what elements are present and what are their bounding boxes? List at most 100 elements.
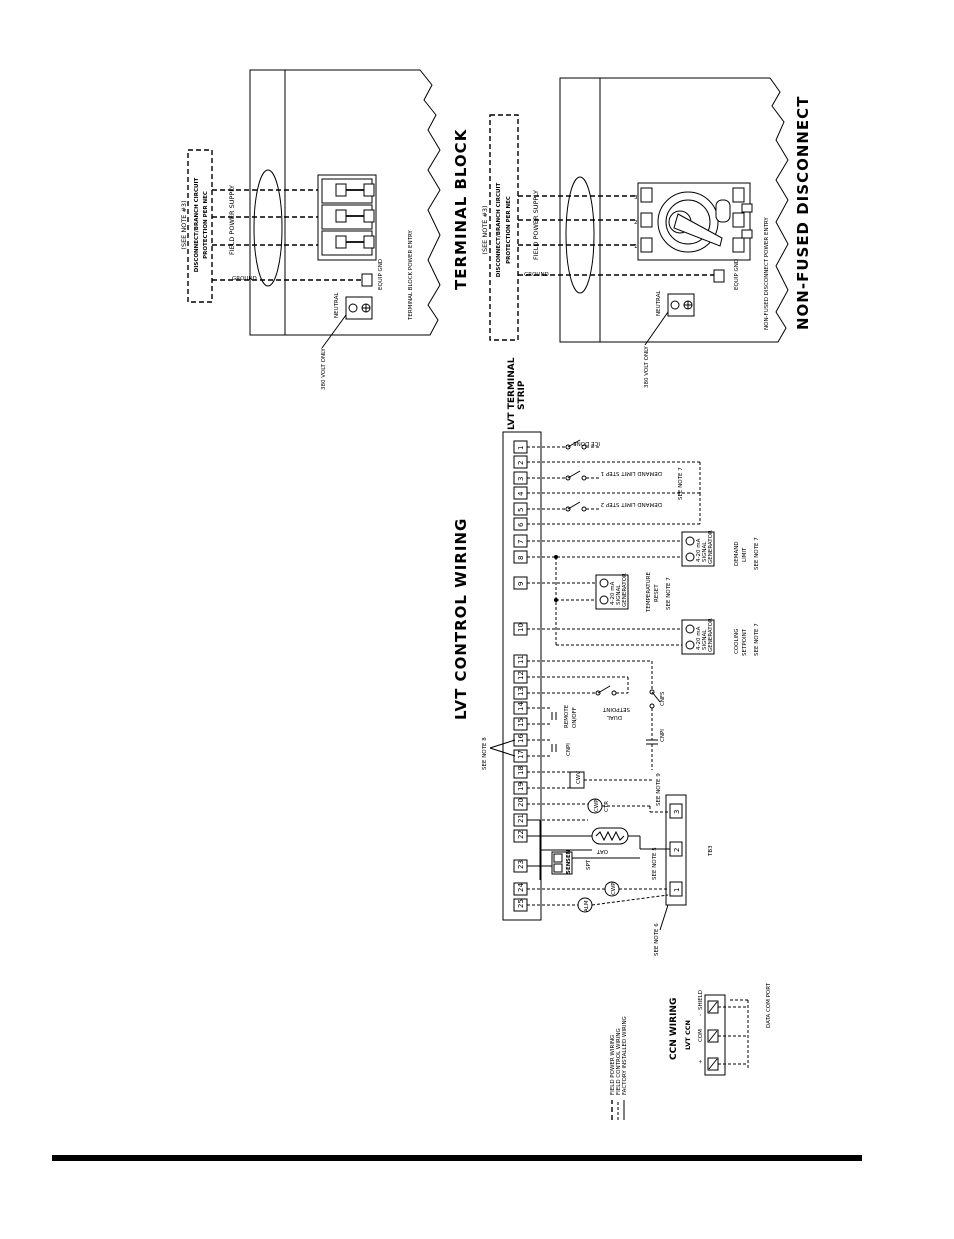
cwp-label: CWP — [594, 799, 600, 812]
lvt-terminals: 1234567891011121314151617181920212223242… — [513, 440, 528, 912]
lvt-terminal-strip — [502, 431, 542, 921]
dual-setpoint-l2: SETPOINT — [602, 706, 630, 712]
temp-reset-l2: RESET — [654, 584, 660, 602]
nf-380-volt: 380 VOLT ONLY — [644, 346, 650, 388]
non-fused-disconnect-panel: (SEE NOTE #3) DISCONNECT/BRANCH CIRCUIT … — [481, 77, 812, 388]
tb-power-entry: TERMINAL BLOCK POWER ENTRY — [408, 230, 414, 321]
lvt-terminal-number: 2 — [517, 461, 525, 465]
nf-field-power-supply: FIELD POWER SUPPLY — [532, 190, 540, 260]
tr-gen-2: SIGNAL — [616, 584, 622, 605]
cs-gen-1: 4-20 mA — [696, 626, 702, 650]
dl-gen-2: SIGNAL — [702, 541, 708, 562]
nf-note: (SEE NOTE #3) — [481, 205, 489, 254]
ccn-title: CCN WIRING — [669, 998, 679, 1060]
terminal-block-panel: (SEE NOTE #3) DISCONNECT/BRANCH CIRCUIT … — [180, 69, 470, 390]
tb-equip-gnd: EQUIP GND — [378, 259, 384, 290]
nf-equip-gnd: EQUIP GND — [734, 259, 740, 290]
ccn-sub: LVT CCN — [684, 1020, 692, 1050]
tb-disconnect-line1: DISCONNECT/BRANCH CIRCUIT — [194, 178, 200, 273]
legend-factory: FACTORY INSTALLED WIRING — [622, 1016, 628, 1095]
remote-l2: ON/OFF — [572, 707, 578, 728]
lvt-terminal-number: 18 — [517, 766, 525, 775]
lvt-terminal-number: 13 — [517, 687, 525, 696]
lvt-control-wiring: LVT CONTROL WIRING LVT TERMINAL STRIP 12… — [452, 357, 760, 956]
oat-label: OAT — [596, 848, 608, 854]
sen-label-1: SEN — [566, 849, 572, 862]
sen-label-2: SEN — [566, 861, 572, 874]
legend-field-control: FIELD CONTROL WIRING — [616, 1028, 622, 1095]
lvt-title: LVT CONTROL WIRING — [452, 518, 470, 720]
lvt-terminal-number: 24 — [517, 883, 525, 892]
cwv-label: CWV — [576, 771, 582, 784]
tb-disconnect-line2: PROTECTION PER NEC — [203, 191, 209, 259]
ice-done-label: ICE DONE — [573, 440, 600, 446]
lvt-terminal-number: 6 — [517, 522, 525, 527]
alm-label: ALM — [584, 900, 590, 912]
lvt-terminal-number: 12 — [517, 671, 525, 680]
tb3-term-3: 3 — [673, 810, 681, 814]
tb-380-volt: 380 VOLT ONLY — [321, 348, 327, 390]
demand-limit-l2: LIMIT — [742, 547, 748, 562]
lvt-terminal-number: 7 — [517, 540, 525, 544]
non-fused-disconnect-title: NON-FUSED DISCONNECT — [794, 96, 812, 330]
spt-label: SPT — [586, 859, 592, 870]
cnpi-label: CNPI — [660, 729, 666, 742]
lvt-terminal-number: 1 — [517, 446, 525, 450]
see-note-7-cs: SEE NOTE 7 — [754, 623, 760, 656]
cnpi2-label: CNPI — [566, 743, 572, 756]
see-note-9: SEE NOTE 9 — [656, 773, 662, 806]
nf-disconnect-line1: DISCONNECT/BRANCH CIRCUIT — [496, 183, 502, 278]
dual-setpoint-l1: DUAL — [606, 714, 622, 720]
lvt-terminal-number: 23 — [517, 860, 525, 869]
lvt-terminal-number: 4 — [517, 491, 525, 496]
lvt-terminal-number: 22 — [517, 830, 525, 839]
lvt-terminal-number: 21 — [517, 814, 525, 823]
lvt-terminal-number: 8 — [517, 556, 525, 560]
nf-phase-1: 1 — [634, 244, 638, 250]
see-note-5: SEE NOTE 5 — [652, 847, 658, 880]
tr-gen-3: GENERATOR — [622, 573, 628, 607]
ccn-port: DATA COM PORT — [766, 982, 772, 1028]
ccn-term-shield: SHIELD — [698, 990, 704, 1010]
see-note-7-tr: SEE NOTE 7 — [666, 577, 672, 610]
see-note-7-top: SEE NOTE 7 — [678, 467, 684, 500]
demand-limit-l1: DEMAND — [734, 541, 740, 566]
demand-limit-1-label: DEMAND LIMIT STEP 1 — [601, 470, 662, 476]
ccn-wiring: CCN WIRING LVT CCN + COM - SHIELD DATA C… — [669, 982, 772, 1076]
tb-ground-label: GROUND — [232, 276, 257, 282]
lvt-terminal-number: 20 — [517, 798, 525, 807]
dl-gen-3: GENERATOR — [708, 530, 714, 564]
legend-field-power: FIELD POWER WIRING — [610, 1035, 616, 1095]
lvt-terminal-number: 15 — [517, 718, 525, 727]
wiring-legend: FIELD POWER WIRING FIELD CONTROL WIRING … — [610, 1016, 628, 1120]
tb3-term-2: 2 — [673, 848, 681, 852]
lvt-terminal-number: 3 — [517, 477, 525, 481]
tb-field-power-supply: FIELD POWER SUPPLY — [228, 185, 236, 255]
lvt-terminal-number: 11 — [517, 655, 525, 664]
cwp2-label: CWP — [611, 882, 617, 895]
nf-neutral: NEUTRAL — [656, 290, 662, 316]
tb-neutral: NEUTRAL — [334, 292, 340, 318]
lvt-terminal-number: 14 — [517, 702, 525, 711]
nf-phase-3: 3 — [634, 195, 638, 201]
cnfs-label: CNFS — [660, 691, 666, 706]
lvt-strip-label-2: STRIP — [517, 380, 527, 410]
see-note-6: SEE NOTE 6 — [654, 923, 660, 956]
bottom-rule — [52, 1155, 862, 1161]
ccn-term-com: COM — [698, 1029, 704, 1042]
nf-power-entry: NON-FUSED DISCONNECT POWER ENTRY — [764, 217, 770, 330]
cooling-l1: COOLING — [734, 628, 740, 654]
lvt-terminal-number: 9 — [517, 582, 525, 586]
tb3-block — [665, 794, 687, 906]
nf-phase-2: 2 — [634, 220, 638, 226]
nf-ground-label: GROUND — [524, 272, 549, 278]
temp-reset-l1: TEMPERATURE — [646, 571, 652, 613]
tb3-term-1: 1 — [673, 888, 681, 892]
terminal-block-title: TERMINAL BLOCK — [452, 128, 470, 290]
ccn-term-plus: + — [698, 1059, 704, 1064]
tr-gen-1: 4-20 mA — [610, 581, 616, 605]
tb-note: (SEE NOTE #3) — [180, 200, 188, 249]
see-note-8: SEE NOTE 8 — [482, 737, 488, 770]
cs-gen-3: GENERATOR — [708, 618, 714, 652]
